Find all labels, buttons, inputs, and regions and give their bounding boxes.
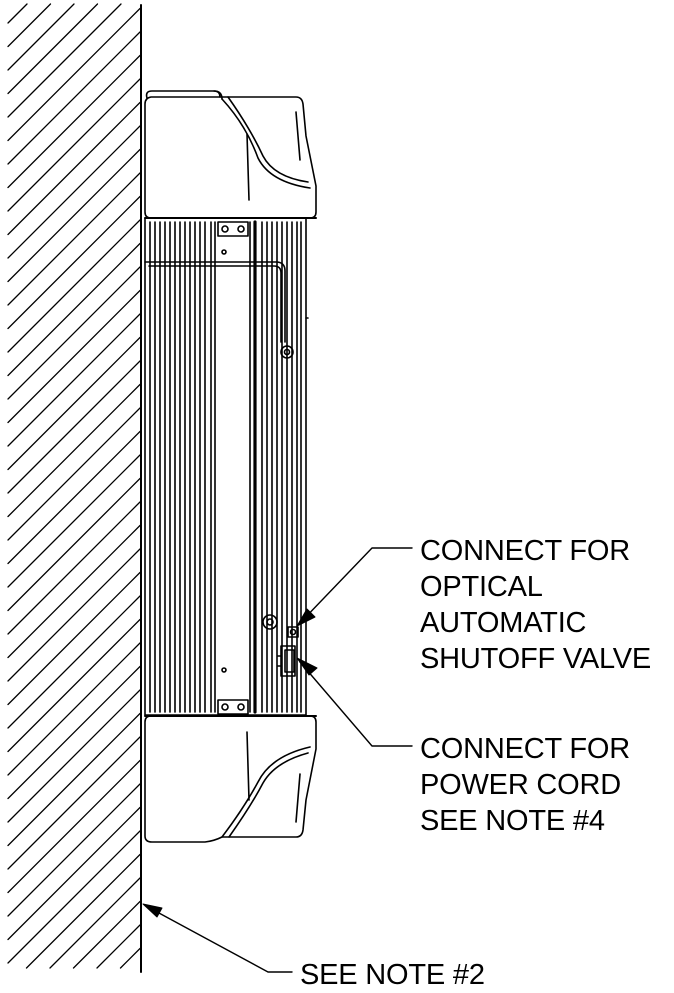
optical-valve-callout-line1: CONNECT FOR	[420, 535, 630, 567]
hatch-line	[7, 289, 141, 424]
wall-note-callout-line1: SEE NOTE #2	[300, 959, 485, 991]
hatch-line	[7, 313, 141, 447]
hatch-line	[7, 665, 141, 800]
wall-note-callout: SEE NOTE #2	[300, 957, 485, 993]
hatch-line	[7, 806, 141, 941]
hatch-line	[7, 689, 141, 823]
hatch-line	[7, 454, 141, 588]
optical-valve-callout-line4: SHUTOFF VALVE	[420, 643, 652, 675]
hatch-line	[7, 78, 141, 212]
heater-unit	[144, 90, 317, 843]
optical-valve-callout-line3: AUTOMATIC	[420, 607, 587, 639]
hatch-line	[7, 712, 141, 847]
hatch-line	[7, 548, 141, 682]
optical-valve-leader	[299, 547, 413, 624]
hatch-line	[119, 947, 141, 969]
hatch-line	[7, 125, 141, 259]
hatch-line	[7, 571, 141, 706]
hatch-line	[7, 783, 141, 917]
wall-hatching	[7, 3, 141, 969]
optical-valve-arrowhead	[296, 608, 316, 627]
optical-valve-connector	[287, 626, 299, 638]
hatch-line	[7, 3, 122, 118]
hatch-line	[7, 642, 141, 776]
power-cord-callout-line2: POWER CORD	[420, 769, 622, 801]
top-end-cap	[144, 90, 317, 219]
hatch-line	[7, 407, 141, 541]
power-cord-callout-line3: SEE NOTE #4	[420, 805, 605, 837]
hatch-line	[7, 336, 141, 471]
hatch-line	[7, 360, 141, 494]
hatch-line	[7, 31, 141, 165]
hatch-line	[25, 853, 141, 969]
hatch-line	[7, 430, 141, 565]
hatch-line	[7, 101, 141, 236]
optical-valve-callout-line2: OPTICAL	[420, 571, 543, 603]
hatch-line	[7, 383, 141, 518]
hatch-line	[7, 148, 141, 283]
hatch-line	[49, 877, 141, 969]
hatch-line	[7, 219, 141, 353]
hatch-line	[7, 736, 141, 870]
hatch-line	[7, 242, 141, 377]
power-cord-connector	[277, 645, 296, 677]
hatch-line	[7, 618, 141, 753]
power-cord-callout: CONNECT FOR POWER CORD SEE NOTE #4	[420, 731, 630, 839]
hatch-line	[7, 501, 141, 635]
bottom-end-cap	[144, 715, 317, 843]
hatch-line	[7, 3, 75, 71]
hatch-line	[72, 900, 141, 969]
hatch-line	[7, 54, 141, 189]
hatch-line	[7, 759, 141, 894]
hatch-line	[7, 172, 141, 306]
hatch-line	[7, 3, 99, 95]
optical-valve-callout: CONNECT FOR OPTICAL AUTOMATIC SHUTOFF VA…	[420, 533, 651, 677]
power-cord-callout-line1: CONNECT FOR	[420, 733, 630, 765]
hatch-line	[7, 477, 141, 612]
hatch-line	[7, 595, 141, 729]
wall-note-leader	[145, 905, 293, 973]
wall-note-arrowhead	[142, 903, 163, 918]
finned-housing	[144, 217, 309, 716]
hatch-line	[7, 3, 52, 48]
hatch-line	[96, 924, 141, 969]
hatch-line	[7, 7, 141, 142]
hatch-line	[7, 266, 141, 400]
power-cord-arrowhead	[296, 657, 318, 676]
power-cord-leader	[299, 661, 413, 747]
hatch-line	[7, 3, 28, 24]
hatch-line	[7, 195, 141, 330]
hatch-line	[7, 830, 141, 964]
hatch-line	[7, 524, 141, 659]
